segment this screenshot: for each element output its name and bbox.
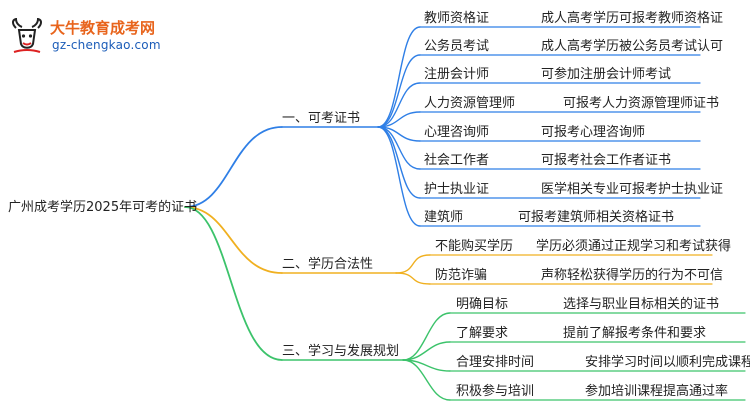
note-1-3: 可参加注册会计师考试 [541, 67, 672, 82]
leaf-1-2: 公务员考试 [424, 39, 490, 54]
leaf-1-7-connector [377, 126, 421, 199]
note-3-1: 选择与职业目标相关的证书 [563, 297, 720, 312]
note-1-1: 成人高考学历可报考教师资格证 [541, 11, 724, 26]
note-1-5: 可报考心理咨询师 [541, 125, 646, 140]
note-1-8: 可报考建筑师相关资格证书 [518, 210, 675, 225]
leaf-1-8-connector [377, 126, 421, 227]
leaf-1-7: 护士执业证 [424, 182, 490, 197]
leaf-1-1: 教师资格证 [424, 11, 490, 26]
branch-2-label: 二、学历合法性 [282, 257, 374, 272]
note-1-6: 可报考社会工作者证书 [541, 153, 672, 168]
note-2-1: 学历必须通过正规学习和考试获得 [536, 239, 732, 254]
leaf-1-3: 注册会计师 [424, 67, 490, 82]
leaf-3-3: 合理安排时间 [456, 355, 535, 370]
branch-1-label: 一、可考证书 [282, 111, 361, 126]
bull-head-logo-icon [12, 18, 42, 53]
branch-2-connector [184, 206, 283, 274]
leaf-3-2-connector [402, 341, 451, 361]
leaf-1-5: 心理咨询师 [424, 125, 490, 140]
leaf-1-8: 建筑师 [424, 210, 464, 225]
leaf-2-1: 不能购买学历 [435, 239, 514, 254]
note-1-4: 可报考人力资源管理师证书 [563, 96, 720, 111]
site-logo[interactable]: 大牛教育成考网 gz-chengkao.com [6, 14, 206, 58]
leaf-1-6: 社会工作者 [424, 153, 490, 168]
branch-1-connector [184, 126, 283, 208]
note-3-4: 参加培训课程提高通过率 [585, 384, 729, 399]
note-1-7: 医学相关专业可报考护士执业证 [541, 182, 724, 197]
leaf-1-6-connector [377, 126, 421, 170]
note-3-3: 安排学习时间以顺利完成课程 [585, 355, 750, 370]
note-1-2: 成人高考学历被公务员考试认可 [541, 39, 724, 54]
leaf-3-1-connector [402, 312, 451, 361]
leaf-2-1-connector [395, 254, 431, 274]
leaf-1-4: 人力资源管理师 [424, 96, 516, 111]
leaf-3-2: 了解要求 [456, 326, 509, 341]
leaf-3-4: 积极参与培训 [456, 384, 535, 399]
logo-title: 大牛教育成考网 [50, 19, 156, 37]
note-2-2: 声称轻松获得学历的行为不可信 [541, 268, 724, 283]
leaf-2-2: 防范诈骗 [435, 268, 488, 283]
leaf-1-1-connector [377, 26, 421, 128]
root-node: 广州成考学历2025年可考的证书 [8, 200, 198, 215]
leaf-2-2-connector [395, 272, 431, 285]
leaf-1-2-connector [377, 54, 421, 128]
branch-3-connector [184, 206, 283, 361]
branch-3-label: 三、学习与发展规划 [282, 344, 400, 359]
leaf-1-3-connector [377, 82, 421, 128]
leaf-3-4-connector [402, 359, 451, 401]
note-3-2: 提前了解报考条件和要求 [563, 326, 707, 341]
leaf-3-1: 明确目标 [456, 297, 509, 312]
logo-url: gz-chengkao.com [52, 38, 161, 52]
